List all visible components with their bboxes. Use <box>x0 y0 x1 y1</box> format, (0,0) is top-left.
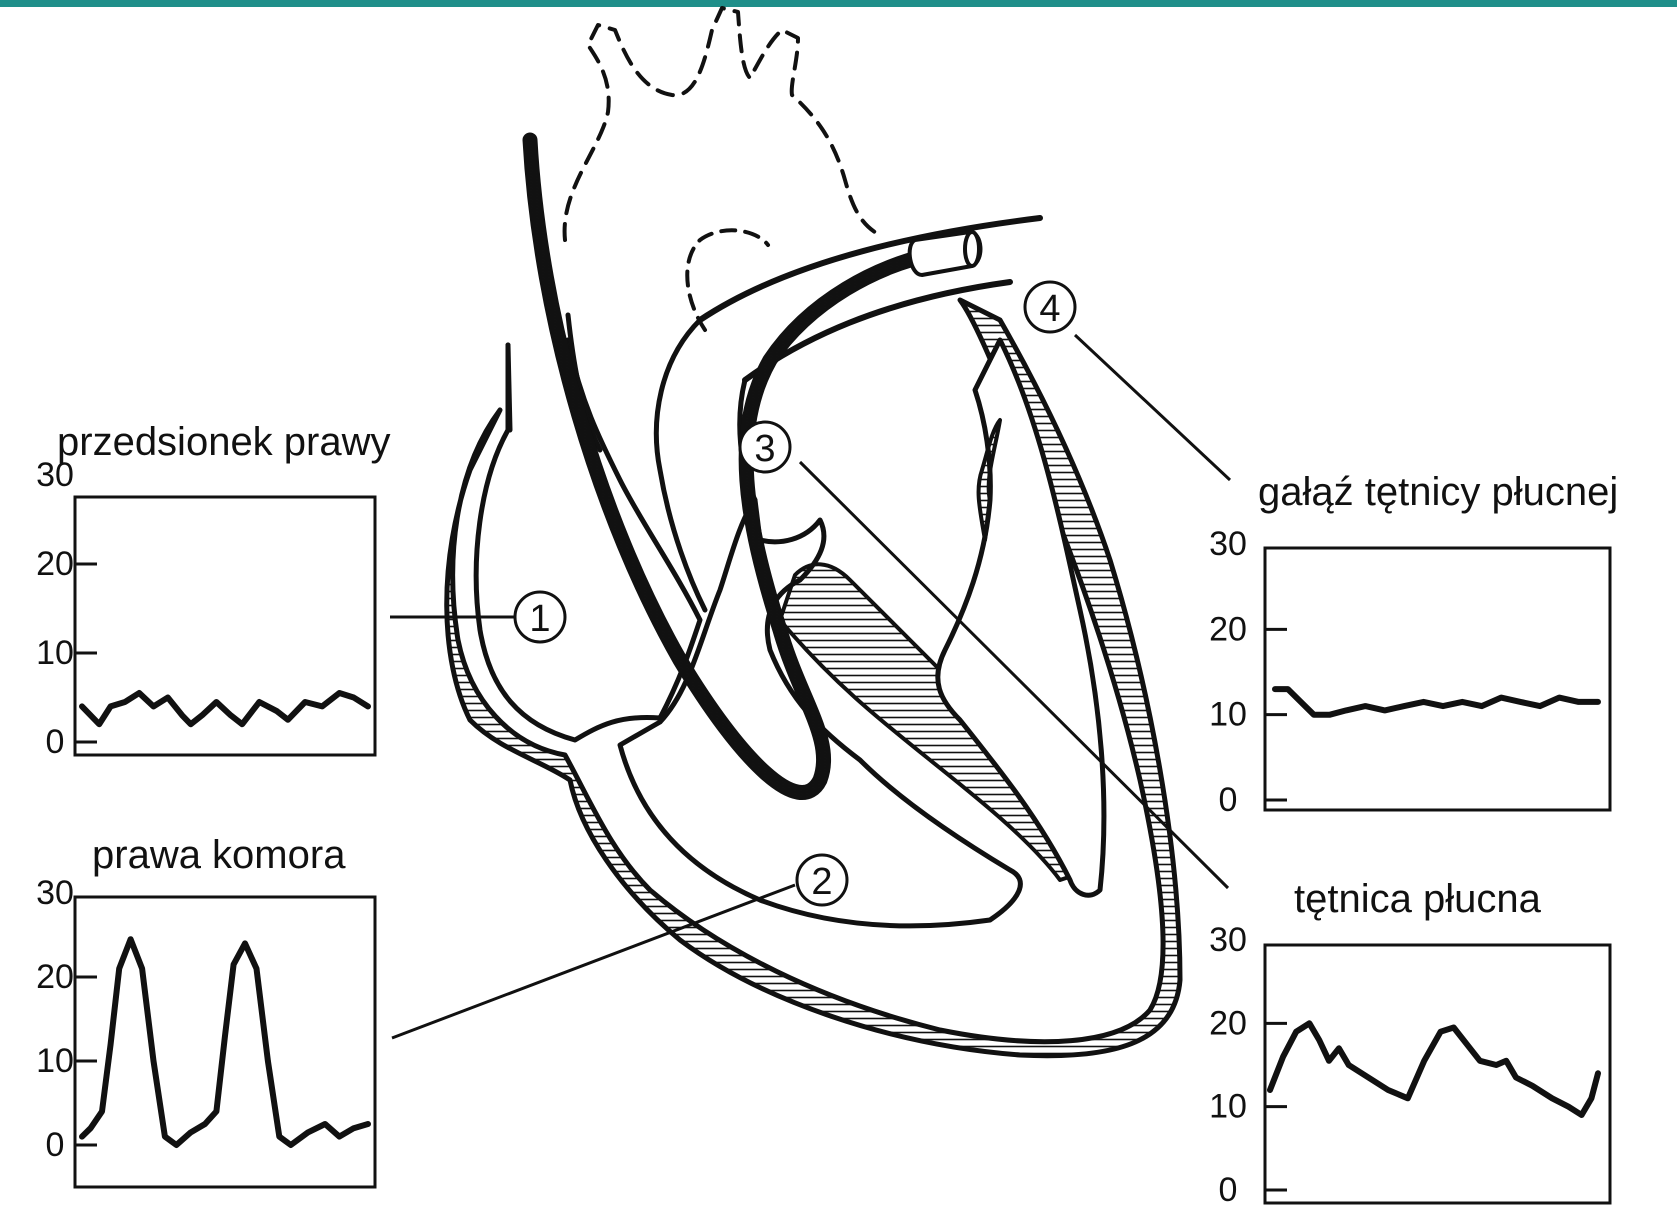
panel-right-atrium-tick-label-30: 30 <box>36 456 74 494</box>
panel-right-atrium-tick-label-20: 20 <box>36 545 74 583</box>
marker-2-label: 2 <box>811 861 832 903</box>
panel-right-ventricle-trace <box>82 939 368 1145</box>
panel-right-atrium-trace <box>82 693 368 724</box>
panel-pulmonary-artery-branch-title: gałąź tętnicy płucnej <box>1258 470 1618 514</box>
panel-pulmonary-artery-branch-trace <box>1275 689 1598 715</box>
panel-pulmonary-artery-tick-label-10: 10 <box>1209 1088 1247 1126</box>
marker-1: 1 <box>515 592 565 642</box>
aorta-outline <box>565 8 880 240</box>
panel-pulmonary-artery-trace <box>1270 1023 1598 1115</box>
panel-right-ventricle-tick-label-30: 30 <box>36 874 74 912</box>
panel-pulmonary-artery-branch: gałąź tętnicy płucnej 30 20 10 0 <box>1209 470 1618 819</box>
marker-3-label: 3 <box>754 428 775 470</box>
panel-right-ventricle-title: prawa komora <box>92 833 346 877</box>
panel-pulmonary-artery-branch-tick-label-10: 10 <box>1209 696 1247 734</box>
marker-2: 2 <box>797 855 847 905</box>
left-atrial-appendage-outline <box>687 230 768 330</box>
marker-4-label: 4 <box>1039 288 1060 330</box>
marker-3: 3 <box>740 422 790 472</box>
panel-pulmonary-artery: tętnica płucna 30 20 10 0 <box>1209 877 1610 1207</box>
panel-pulmonary-artery-branch-frame <box>1265 548 1610 810</box>
panel-pulmonary-artery-branch-tick-label-30: 30 <box>1209 525 1247 563</box>
panel-pulmonary-artery-tick-label-0: 0 <box>1219 1171 1238 1207</box>
panel-right-atrium: przedsionek prawy 30 20 10 0 <box>36 420 390 761</box>
marker-1-label: 1 <box>529 598 550 640</box>
panel-right-atrium-tick-label-10: 10 <box>36 634 74 672</box>
superior-vena-cava <box>508 345 510 430</box>
panel-right-atrium-title: przedsionek prawy <box>57 420 391 464</box>
panel-pulmonary-artery-title: tętnica płucna <box>1294 877 1542 921</box>
panel-right-ventricle-tick-label-0: 0 <box>46 1126 65 1164</box>
panel-pulmonary-artery-branch-ticks: 30 20 10 0 <box>1209 525 1287 819</box>
panel-right-atrium-tick-label-0: 0 <box>46 723 65 761</box>
leader-line-4 <box>1075 335 1230 480</box>
panel-pulmonary-artery-ticks: 30 20 10 0 <box>1209 921 1287 1207</box>
panel-right-ventricle-ticks: 30 20 10 0 <box>36 874 97 1164</box>
marker-4: 4 <box>1025 282 1075 332</box>
catheter-balloon-tip <box>965 232 979 266</box>
panel-pulmonary-artery-frame <box>1265 945 1610 1203</box>
panel-pulmonary-artery-tick-label-20: 20 <box>1209 1004 1247 1042</box>
panel-pulmonary-artery-tick-label-30: 30 <box>1209 921 1247 959</box>
panel-right-ventricle: prawa komora 30 20 10 0 <box>36 833 375 1187</box>
panel-right-ventricle-tick-label-20: 20 <box>36 958 74 996</box>
panel-pulmonary-artery-branch-tick-label-20: 20 <box>1209 610 1247 648</box>
panel-right-ventricle-tick-label-10: 10 <box>36 1042 74 1080</box>
panel-pulmonary-artery-branch-tick-label-0: 0 <box>1219 781 1238 819</box>
panel-right-atrium-frame <box>75 497 375 755</box>
